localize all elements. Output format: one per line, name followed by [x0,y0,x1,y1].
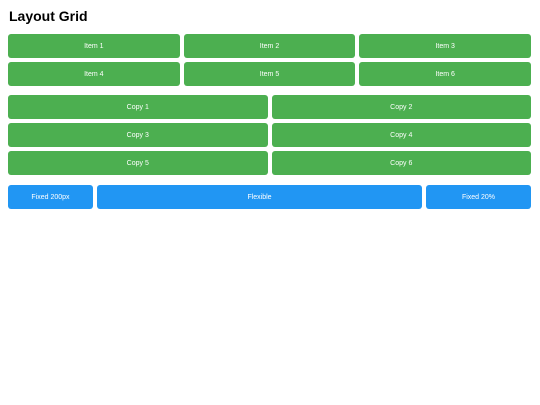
fixed-px-cell: Fixed 200px [8,185,93,209]
grid-copy-item: Copy 5 [8,151,268,175]
grid-copy-item: Copy 1 [8,95,268,119]
grid-copy-item: Copy 6 [271,151,531,175]
fixed-flex-row: Fixed 200px Flexible Fixed 20% [8,185,531,209]
grid-item: Item 2 [183,34,356,58]
page-title: Layout Grid [9,8,88,24]
grid-item: Item 5 [183,62,356,86]
grid-item: Item 3 [359,34,531,58]
grid-item: Item 6 [359,62,531,86]
grid-item: Item 1 [8,34,180,58]
three-column-grid: Item 1 Item 2 Item 3 Item 4 Item 5 Item … [8,34,531,86]
flexible-cell: Flexible [97,185,422,209]
grid-copy-item: Copy 4 [271,123,531,147]
grid-item: Item 4 [8,62,180,86]
two-column-grid: Copy 1 Copy 2 Copy 3 Copy 4 Copy 5 Copy … [8,95,531,175]
fixed-percent-cell: Fixed 20% [426,185,531,209]
grid-copy-item: Copy 2 [271,95,531,119]
grid-copy-item: Copy 3 [8,123,268,147]
